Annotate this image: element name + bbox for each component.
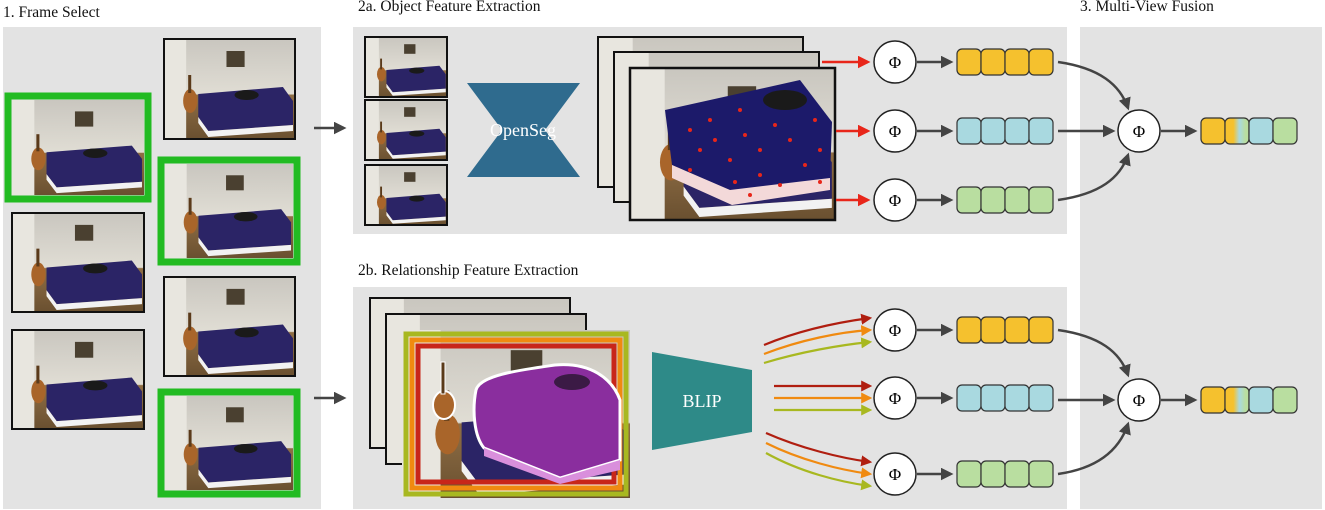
- feature-vector-yellow: [956, 48, 1054, 76]
- svg-text:Φ: Φ: [889, 191, 901, 210]
- panel-multi-view-fusion: [1080, 27, 1322, 509]
- svg-text:Φ: Φ: [1133, 391, 1145, 410]
- relationship-arrow: [763, 325, 873, 356]
- phi-node: Φ: [873, 178, 917, 222]
- frame-thumbnail-selected: [4, 92, 152, 203]
- phi-node: Φ: [873, 40, 917, 84]
- relationship-frame-stack: [369, 297, 630, 498]
- fusion-arrow: [1057, 60, 1131, 111]
- frame-thumbnail: [11, 212, 145, 313]
- fused-feature-vector: [1200, 386, 1298, 414]
- svg-text:Φ: Φ: [889, 53, 901, 72]
- frame-thumbnail: [163, 276, 296, 377]
- input-frame: [364, 36, 448, 98]
- fused-feature-vector: [1200, 117, 1298, 145]
- phi-node: Φ: [873, 109, 917, 153]
- phi-fusion-node: Φ: [1117, 109, 1161, 153]
- section-label-frame-select: 1. Frame Select: [3, 4, 100, 21]
- frame-thumbnail-selected: [157, 156, 301, 266]
- input-frame: [364, 164, 448, 226]
- fusion-arrow: [1057, 152, 1131, 202]
- section-label-object-feature: 2a. Object Feature Extraction: [358, 0, 541, 15]
- frame-thumbnail: [11, 329, 145, 430]
- phi-fusion-node: Φ: [1117, 378, 1161, 422]
- feature-vector-blue: [956, 384, 1054, 412]
- blip-model-shape: [652, 352, 752, 450]
- svg-text:Φ: Φ: [1133, 122, 1145, 141]
- feature-vector-yellow: [956, 316, 1054, 344]
- fusion-arrow: [1057, 421, 1131, 476]
- section-label-multi-view-fusion: 3. Multi-View Fusion: [1080, 0, 1214, 15]
- relationship-arrow: [765, 442, 873, 479]
- relationship-arrow: [763, 313, 873, 347]
- fusion-arrow: [1057, 328, 1131, 378]
- openseg-model-shape: [467, 83, 580, 177]
- svg-text:Φ: Φ: [889, 122, 901, 141]
- openseg-label: OpenSeg: [490, 120, 556, 140]
- svg-text:Φ: Φ: [889, 321, 901, 340]
- feature-vector-green: [956, 460, 1054, 488]
- phi-node: Φ: [873, 308, 917, 352]
- frame-thumbnail: [163, 38, 296, 140]
- svg-text:Φ: Φ: [889, 389, 901, 408]
- object-frame-stack: [597, 36, 837, 222]
- phi-node: Φ: [873, 452, 917, 496]
- feature-vector-blue: [956, 117, 1054, 145]
- svg-text:Φ: Φ: [889, 465, 901, 484]
- phi-node: Φ: [873, 376, 917, 420]
- input-frame: [364, 99, 448, 161]
- relationship-arrow: [765, 452, 873, 491]
- frame-thumbnail-selected: [157, 388, 301, 498]
- feature-vector-green: [956, 186, 1054, 214]
- blip-label: BLIP: [682, 391, 721, 411]
- relationship-arrow: [763, 337, 873, 365]
- relationship-arrow: [765, 431, 873, 467]
- section-label-relationship-feature: 2b. Relationship Feature Extraction: [358, 262, 579, 279]
